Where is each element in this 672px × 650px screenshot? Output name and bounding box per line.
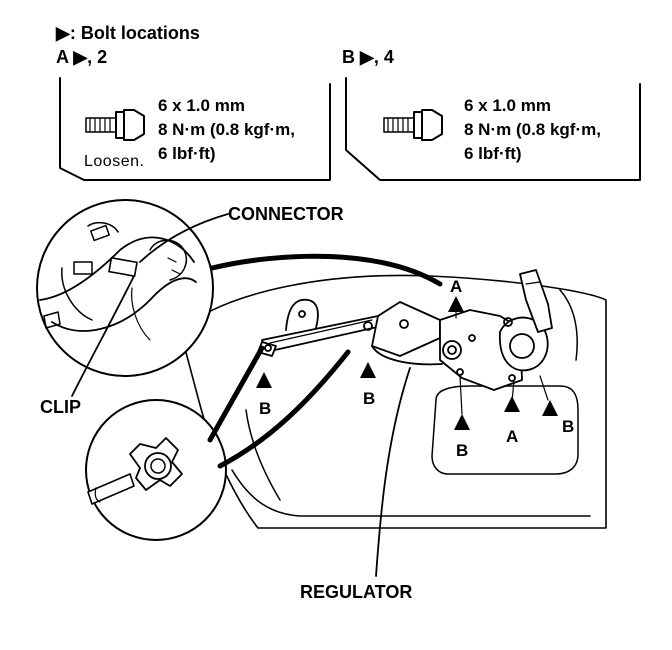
spec-line: 6 x 1.0 mm [464, 96, 551, 115]
clip-leader [71, 275, 135, 397]
bolt-icon [383, 109, 443, 141]
regulator-label: REGULATOR [300, 582, 413, 602]
spec-line: 6 x 1.0 mm [158, 96, 245, 115]
bolt-leader [539, 375, 549, 401]
door-inner-panel [231, 289, 591, 517]
group-b-header: B ▶, 4 [342, 47, 394, 67]
bolt-label: A [506, 427, 518, 446]
bolt-marker-b [542, 400, 558, 416]
arrow-symbol: ▶ [56, 23, 70, 43]
bolt-marker-b [256, 372, 272, 388]
bolt-marker-a [504, 396, 520, 412]
legend-text: : Bolt locations [69, 23, 200, 43]
bolt-leader [459, 375, 463, 415]
connector-lead [209, 253, 443, 287]
spec-line: 8 N·m (0.8 kgf·m, [158, 120, 295, 139]
bolt-locations-legend: ▶: Bolt locations [56, 24, 200, 42]
group-a-bracket [59, 77, 331, 181]
group-b-bracket [345, 77, 641, 181]
bolt-icon [85, 109, 145, 141]
spec-line: 8 N·m (0.8 kgf·m, [464, 120, 601, 139]
connector-detail-inset [36, 199, 214, 377]
bolt-label: B [259, 399, 271, 418]
connector-leader [139, 213, 229, 263]
loosen-note: Loosen. [84, 153, 145, 170]
bolt-marker-b [360, 362, 376, 378]
group-a-spec: 6 x 1.0 mm 8 N·m (0.8 kgf·m, 6 lbf·ft) [158, 94, 295, 166]
bolt-marker-a [448, 296, 464, 312]
spec-line: 6 lbf·ft) [464, 144, 522, 163]
regulator-assembly [257, 269, 553, 391]
clip-inset-lead [207, 345, 265, 443]
bolt-label: B [456, 441, 468, 460]
spec-line: 6 lbf·ft) [158, 144, 216, 163]
clip-label: CLIP [40, 397, 82, 417]
regulator-leader [375, 367, 411, 577]
clip-detail-inset [85, 399, 227, 541]
door-inner-panel [245, 385, 579, 501]
group-a-header: A ▶, 2 [56, 47, 108, 67]
connector-label: CONNECTOR [228, 204, 344, 224]
clip-inset-lead [217, 349, 351, 469]
bolt-label: B [562, 417, 574, 436]
group-b-spec: 6 x 1.0 mm 8 N·m (0.8 kgf·m, 6 lbf·ft) [464, 94, 601, 166]
bolt-label: A [450, 277, 462, 296]
bolt-label: B [363, 389, 375, 408]
bolt-marker-b [454, 414, 470, 430]
